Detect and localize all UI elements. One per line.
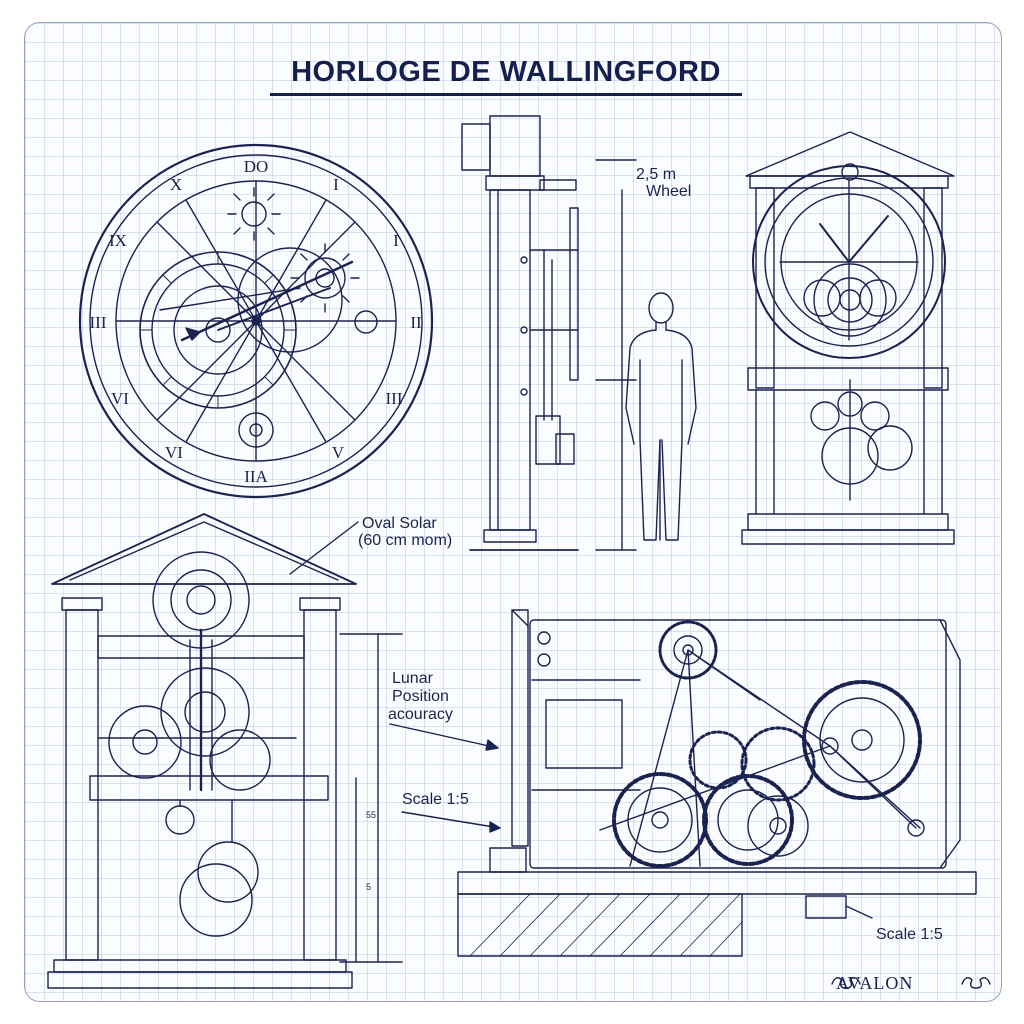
height-label: 2,5 m <box>636 166 677 183</box>
oval-solar-size-label: (60 cm mom) <box>358 532 453 549</box>
lower-left-frame <box>47 513 501 989</box>
wheel-label: Wheel <box>646 183 692 200</box>
position-label: Position <box>392 688 449 705</box>
dial-numeral: X <box>170 175 182 194</box>
side-elevation <box>461 115 697 551</box>
dial-numeral: VI <box>111 389 129 408</box>
dial-numeral: VI <box>165 443 183 462</box>
dimension-label: 5 <box>366 882 371 892</box>
dial-numeral: II <box>410 313 422 332</box>
dial-numeral: V <box>332 443 345 462</box>
scale-label-right: Scale 1:5 <box>876 926 943 943</box>
lunar-label: Lunar <box>392 670 433 687</box>
dial-numeral: I <box>393 231 399 250</box>
dial-numeral: III <box>90 313 107 332</box>
dial-numeral: I <box>333 175 339 194</box>
oval-solar-label: Oval Solar <box>362 515 437 532</box>
clock-front-elevation <box>741 131 955 545</box>
gear-train-section <box>457 609 977 957</box>
dimension-label: 55 <box>366 810 376 820</box>
dial-numeral: III <box>386 389 403 408</box>
dial-numeral: IX <box>109 231 127 250</box>
footer-ornament <box>831 977 991 989</box>
astronomical-dial: DO I I II III V IIA VI VI III IX X <box>78 143 434 499</box>
dial-numeral: DO <box>244 157 269 176</box>
scale-label-left: Scale 1:5 <box>402 791 469 808</box>
accuracy-label: acouracy <box>388 706 453 723</box>
drawing-title: HORLOGE DE WALLINGFORD <box>270 56 742 96</box>
brand-footer: AVALON <box>836 973 914 993</box>
dial-numeral: IIA <box>244 467 268 486</box>
drawing-frame <box>24 22 1002 1002</box>
